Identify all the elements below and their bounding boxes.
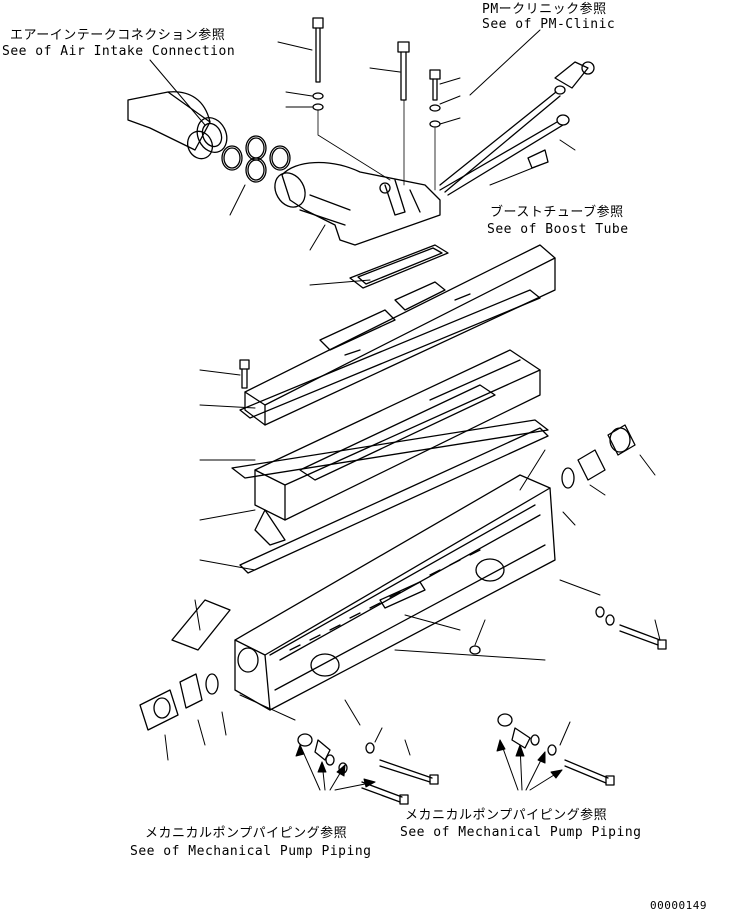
pm-clinic-label-jp: PMークリニック参照 [482,2,607,17]
right-flange [561,424,636,489]
top-bolts [312,17,441,191]
mech-pump-right-label-en: See of Mechanical Pump Piping [400,825,642,840]
air-intake-label-jp: エアーインテークコネクション参照 [10,28,226,43]
boost-tube-label-jp: ブーストチューブ参照 [490,205,624,220]
boost-tube-label-en: See of Boost Tube [487,222,629,237]
elbow-gasket [349,244,449,289]
o-rings [221,135,291,183]
left-flange [139,599,231,731]
intake-elbow [274,161,441,246]
gasket-3 [231,419,549,574]
main-housing [234,474,556,711]
mech-pump-left-label-en: See of Mechanical Pump Piping [130,844,372,859]
bottom-bolts [297,606,667,805]
pm-clinic-fitting [439,61,595,193]
pm-clinic-label-en: See of PM-Clinic [482,17,616,32]
boost-fittings [439,114,570,196]
gasket-2 [239,289,541,419]
side-bolt [239,359,250,389]
mech-pump-left-label-jp: メカニカルポンプパイピング参照 [145,826,348,841]
arrows-right [496,739,563,791]
drawing-number: 00000149 [650,899,707,912]
arrows-left [295,744,376,791]
air-intake-tube [127,91,228,160]
air-intake-label-en: See of Air Intake Connection [2,44,236,59]
upper-cover [244,244,556,426]
mech-pump-right-label-jp: メカニカルポンプパイピング参照 [405,808,608,823]
